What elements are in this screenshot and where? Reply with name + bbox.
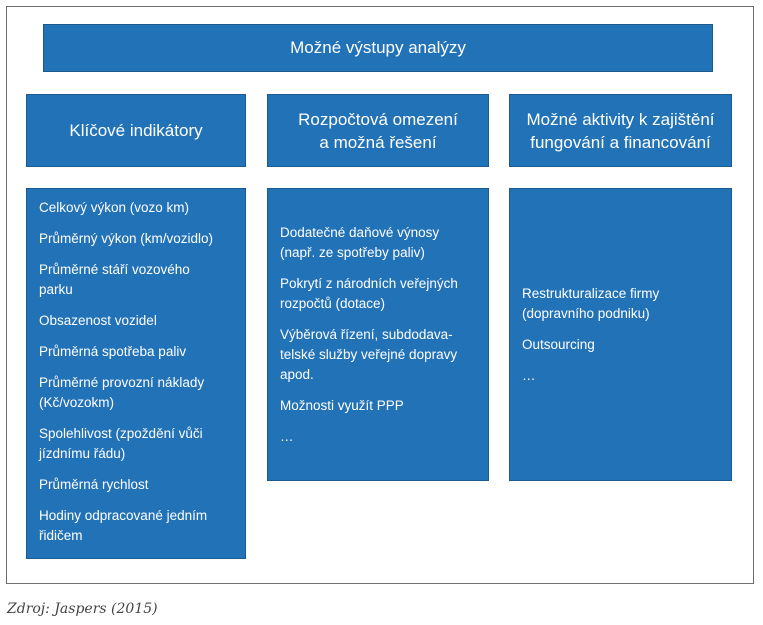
- column-body-possible-activities: Restrukturalizace firmy (dopravního podn…: [509, 188, 732, 481]
- list-item: Hodiny odpracované jedním řidičem: [39, 508, 208, 543]
- list-item: …: [280, 428, 294, 444]
- header-title: Možné výstupy analýzy: [290, 38, 466, 57]
- list-item: Outsourcing: [522, 336, 595, 352]
- column-header-key-indicators: Klíčové indikátory: [26, 94, 246, 167]
- column-header-budget-constraints: Rozpočtová omezení a možná řešení: [267, 94, 489, 167]
- source-caption: Zdroj: Jaspers (2015): [7, 601, 158, 617]
- column-title: Rozpočtová omezení a možná řešení: [298, 109, 458, 152]
- column-body-key-indicators: Celkový výkon (vozo km) Průměrný výkon (…: [26, 188, 246, 559]
- list-item: Pokrytí z národních veřejných rozpočtů (…: [280, 275, 458, 311]
- list-item: Možnosti využít PPP: [280, 397, 404, 413]
- list-item: Průměrný výkon (km/vozidlo): [39, 231, 214, 246]
- list-item: Restrukturalizace firmy (dopravního podn…: [522, 285, 660, 321]
- list-item: Obsazenost vozidel: [39, 313, 157, 328]
- column-header-possible-activities: Možné aktivity k zajištění fungování a f…: [509, 94, 732, 167]
- column-title: Možné aktivity k zajištění fungování a f…: [526, 109, 715, 152]
- list-item: Průměrné stáří vozového parku: [39, 262, 190, 297]
- diagram-header: Možné výstupy analýzy: [43, 24, 713, 72]
- column-title: Klíčové indikátory: [69, 121, 203, 140]
- list-item: Celkový výkon (vozo km): [39, 200, 190, 215]
- list-item: Dodatečné daňové výnosy (např. ze spotře…: [280, 224, 440, 260]
- list-item: …: [522, 367, 536, 383]
- column-body-budget-constraints: Dodatečné daňové výnosy (např. ze spotře…: [267, 188, 489, 481]
- list-item: Průměrné provozní náklady (Kč/vozokm): [39, 375, 205, 410]
- list-item: Výběrová řízení, subdodava- telské služb…: [280, 326, 458, 382]
- list-item: Průměrná spotřeba paliv: [39, 344, 187, 359]
- list-item: Spolehlivost (zpoždění vůči jízdnímu řád…: [39, 426, 203, 461]
- list-item: Průměrná rychlost: [39, 477, 149, 492]
